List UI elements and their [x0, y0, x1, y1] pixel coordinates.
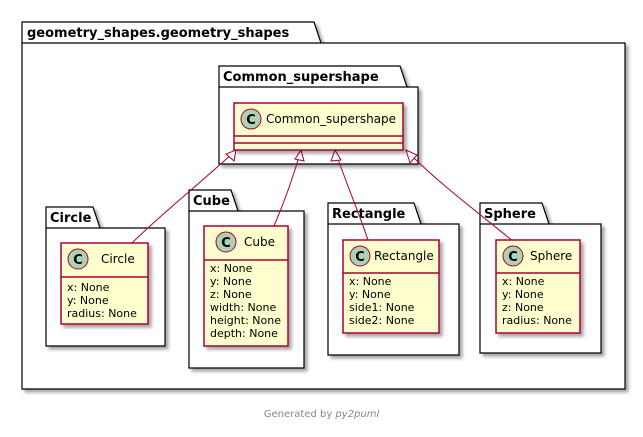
edge-sphere-to-supershape — [405, 149, 516, 244]
class-icon-letter: C — [73, 253, 83, 268]
class-name: Circle — [101, 252, 135, 266]
footer: Generated by py2puml — [0, 409, 643, 420]
class-name: Cube — [244, 235, 275, 249]
class-attribute: x: None — [502, 275, 545, 288]
arrowhead-sphere — [405, 149, 418, 165]
class-common-supershape: C Common_supershape — [233, 102, 404, 151]
class-icon-letter: C — [221, 236, 231, 251]
class-rectangle: C Rectangle x: None y: None side1: None … — [342, 239, 440, 334]
inheritance-arrowheads — [225, 148, 418, 165]
class-attribute: height: None — [210, 314, 281, 327]
class-icon — [502, 245, 524, 267]
package-title: Cube — [193, 194, 230, 209]
class-icon — [215, 231, 237, 253]
class-attribute: x: None — [210, 262, 253, 275]
class-circle: C Circle x: None y: None radius: None — [60, 242, 149, 325]
class-name: Common_supershape — [266, 112, 396, 126]
class-attribute: y: None — [67, 294, 109, 307]
class-attribute: z: None — [502, 301, 544, 314]
class-icon-letter: C — [246, 113, 256, 128]
class-icon — [67, 248, 89, 270]
arrowhead-cube — [294, 148, 305, 162]
arrowhead-circle — [225, 149, 237, 162]
class-attribute: side2: None — [349, 314, 415, 327]
class-icon — [240, 108, 262, 130]
class-attribute: x: None — [349, 275, 392, 288]
class-attribute: y: None — [349, 288, 391, 301]
class-attribute: radius: None — [502, 314, 572, 327]
class-attribute: y: None — [502, 288, 544, 301]
package-geometry-shapes: geometry_shapes.geometry_shapes — [21, 21, 626, 390]
class-attribute: depth: None — [210, 327, 278, 340]
edge-circle-to-supershape — [131, 149, 237, 244]
class-sphere: C Sphere x: None y: None z: None radius:… — [495, 239, 581, 334]
package-title: Sphere — [484, 207, 536, 222]
package-title: Circle — [50, 211, 92, 226]
package-title: Rectangle — [332, 207, 406, 222]
class-attribute: side1: None — [349, 301, 415, 314]
class-cube: C Cube x: None y: None z: None width: No… — [203, 225, 289, 347]
footer-tool-name: py2puml — [335, 409, 380, 420]
arrowhead-rectangle — [330, 148, 342, 162]
footer-prefix: Generated by — [263, 409, 336, 420]
class-attribute: z: None — [210, 288, 252, 301]
class-name: Sphere — [530, 249, 572, 263]
class-icon — [349, 245, 371, 267]
class-attribute: x: None — [67, 281, 110, 294]
class-icon-letter: C — [355, 250, 365, 265]
class-attribute: width: None — [210, 301, 276, 314]
class-attribute: y: None — [210, 275, 252, 288]
class-icon-letter: C — [508, 250, 518, 265]
package-title: geometry_shapes.geometry_shapes — [27, 26, 289, 41]
package-title: Common_supershape — [223, 70, 379, 85]
class-name: Rectangle — [374, 249, 434, 263]
class-attribute: radius: None — [67, 307, 137, 320]
